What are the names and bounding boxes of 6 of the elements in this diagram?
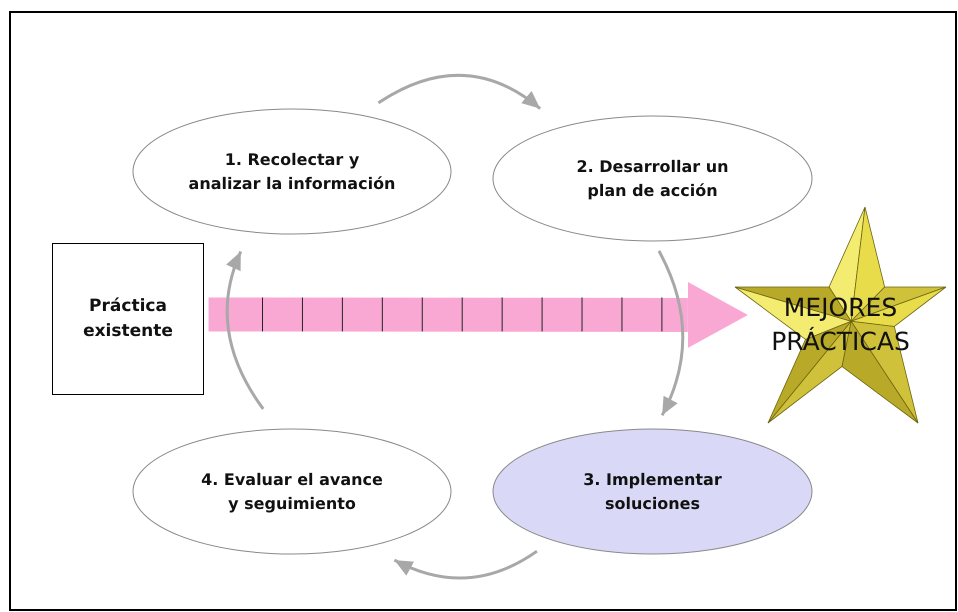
process-box: [52, 243, 204, 395]
node-label: 2. Desarrollar un plan de acción: [575, 156, 730, 202]
node-label: 3. Implementar soluciones: [582, 469, 723, 514]
node-label: 4. Evaluar el avance y seguimiento: [200, 469, 384, 514]
node-label: 1. Recolectar y analizar la información: [188, 149, 396, 194]
node-label: Práctica existente: [82, 295, 174, 343]
